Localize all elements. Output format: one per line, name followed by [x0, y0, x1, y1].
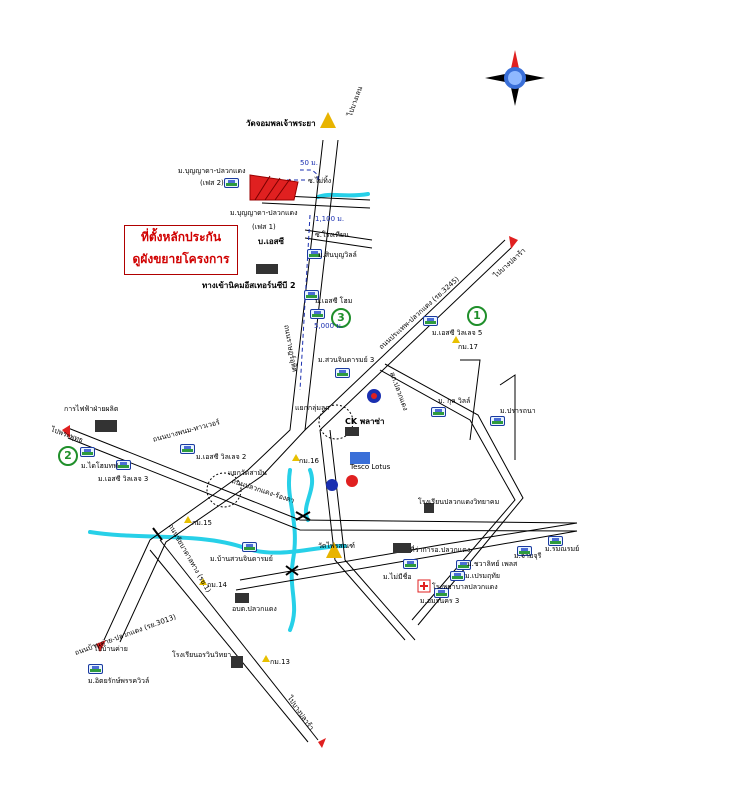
distance-line	[280, 169, 319, 391]
label-m-jamjuri: ม.จามจุรี	[514, 552, 542, 560]
label-industrial-estate: ทางเข้านิคมอีสเทอร์นซีบี 2	[202, 281, 296, 290]
label-school2: โรงเรียนอรวินวิทยา	[172, 651, 232, 659]
village-icon	[434, 588, 449, 598]
label-intersection-khao: แยกวัดสามัน	[228, 469, 267, 477]
label-m-mai-wichit: ม.ไม่มีชื่อ	[383, 573, 412, 581]
label-m-p-narong: ม.เปรมฤทัย	[465, 572, 501, 580]
label-m-sinmakorn: ม.อมรนคร 3	[420, 597, 460, 605]
label-m-sc-villa3: ม.เอสซี วิลเลจ 3	[98, 475, 149, 483]
village-icon	[517, 546, 532, 556]
label-m-sinbunwit: ม.สินบุญวิลล์	[318, 251, 357, 259]
number-marker-3: 3	[331, 308, 351, 328]
km-marker-icon	[199, 578, 207, 585]
label-km15: กม.15	[192, 519, 212, 527]
label-school1: โรงเรียนปลวกแดงวิทยาคม	[418, 498, 500, 506]
label-tesco: Tesco Lotus	[350, 463, 391, 471]
label-soi-mai-tai: ซ.ไม่ทิ้ง	[308, 177, 332, 185]
number-marker-1: 1	[467, 306, 487, 326]
village-icon	[307, 249, 322, 259]
label-phase1: (เฟส 1)	[252, 223, 276, 231]
village-icon	[310, 309, 325, 319]
label-m-ramrom: ม.รมณรมย์	[545, 545, 580, 553]
temple-icon-top	[320, 112, 336, 128]
village-icon	[242, 542, 257, 552]
label-m-suan-ban: ม.สวนจินดารมย์ 3	[318, 356, 375, 364]
village-icon	[423, 316, 438, 326]
label-amphoe: ที่ว่าการอ.ปลวกแดง	[410, 546, 471, 554]
km-marker-icon	[262, 655, 270, 662]
label-m-yingrak: ม.อิตยรักษ์พรรควิวล์	[88, 677, 150, 685]
label-factory: การไฟฟ้าฝ่ายผลิต	[64, 405, 119, 413]
label-temple-top: วัดจอมพลเจ้าพระยา	[246, 119, 316, 128]
label-m-baan-suan: ม.บ้านสวนจินดารมย์	[210, 555, 273, 563]
label-to-ban-khai: ไปบ้านค่าย	[94, 645, 128, 653]
project-callout: ที่ตั้งหลักประกัน ดูผังขยายโครงการ	[124, 225, 238, 275]
village-icon	[335, 368, 350, 378]
road-end-arrows	[62, 236, 518, 748]
village-icon	[180, 444, 195, 454]
police-icon-inner	[371, 393, 377, 399]
km-marker-icon	[184, 516, 192, 523]
intersection-circle	[318, 404, 354, 440]
label-project-phase1: ม.บุญญาดา-ปลวกแดง	[230, 209, 298, 217]
number-marker-2: 2	[58, 446, 78, 466]
label-km14: กม.14	[207, 581, 227, 589]
village-icon	[403, 559, 418, 569]
building-icons	[95, 264, 434, 668]
village-icon	[304, 290, 319, 300]
callout-line1: ที่ตั้งหลักประกัน	[140, 230, 222, 244]
village-icon	[116, 460, 131, 470]
village-icon	[450, 571, 465, 581]
roads	[67, 139, 578, 743]
village-icon	[431, 407, 446, 417]
label-m-kul-villa: ม. กุล วิลล์	[438, 397, 471, 405]
ptt-icon	[346, 475, 358, 487]
km-marker-icon	[292, 454, 300, 461]
label-distance-3: 5,000 ม.	[314, 322, 344, 330]
label-km17: กม.17	[458, 343, 478, 351]
label-distance-2: 1,100 ม.	[315, 215, 345, 223]
label-intersection-kluai: แยกกลุ่มลูก	[295, 404, 330, 412]
village-icon	[88, 664, 103, 674]
label-soi-rong-thian: ซ.โรงเทียน	[315, 231, 349, 239]
village-icon	[80, 447, 95, 457]
label-m-sc-home: ม.เอสซี โฮม	[315, 297, 353, 305]
callout-line2: ดูผังขยายโครงการ	[132, 252, 230, 266]
temple-icon-mid	[326, 542, 342, 558]
hospital-cross	[420, 582, 428, 590]
label-km13: กม.13	[270, 658, 290, 666]
km-marker-icon	[452, 336, 460, 343]
village-icon	[548, 536, 563, 546]
bridges	[152, 511, 311, 576]
village-icon	[456, 560, 471, 570]
label-m-pararom: ม.ปรารถนา	[500, 407, 536, 415]
project-plot-hatch	[254, 175, 291, 201]
label-distance-1: 50 ม.	[300, 159, 318, 167]
compass	[485, 50, 545, 106]
label-phase2: (เฟส 2)	[200, 179, 224, 187]
village-icon	[490, 416, 505, 426]
label-ck-plaza: CK พลาซ่า	[345, 417, 385, 426]
fuel-icon	[326, 479, 338, 491]
label-m-sc-villa2: ม.เอสซี วิลเลจ 2	[196, 453, 247, 461]
label-b-aesi: บ.เอสซี	[258, 237, 284, 246]
village-icon	[224, 178, 239, 188]
intersection-circle	[206, 472, 242, 508]
label-aorbortor: อบต.ปลวกแดง	[232, 605, 277, 613]
label-m-dee-home: ม.ไดโฮมทฟ	[81, 462, 119, 470]
label-hospital: โรงพยาบาลปลวกแดง	[432, 583, 498, 591]
label-km16: กม.16	[299, 457, 319, 465]
label-project-phase2: ม.บุญญาดา-ปลวกแดง	[178, 167, 246, 175]
label-m-chao-sri: ม.ชวาลิทย์ เพลส	[467, 560, 518, 568]
label-wat-phrasri: วัดไพรสณฑ์	[318, 542, 355, 550]
label-m-sc-villa5: ม.เอสซี วิลเลจ 5	[432, 329, 483, 337]
